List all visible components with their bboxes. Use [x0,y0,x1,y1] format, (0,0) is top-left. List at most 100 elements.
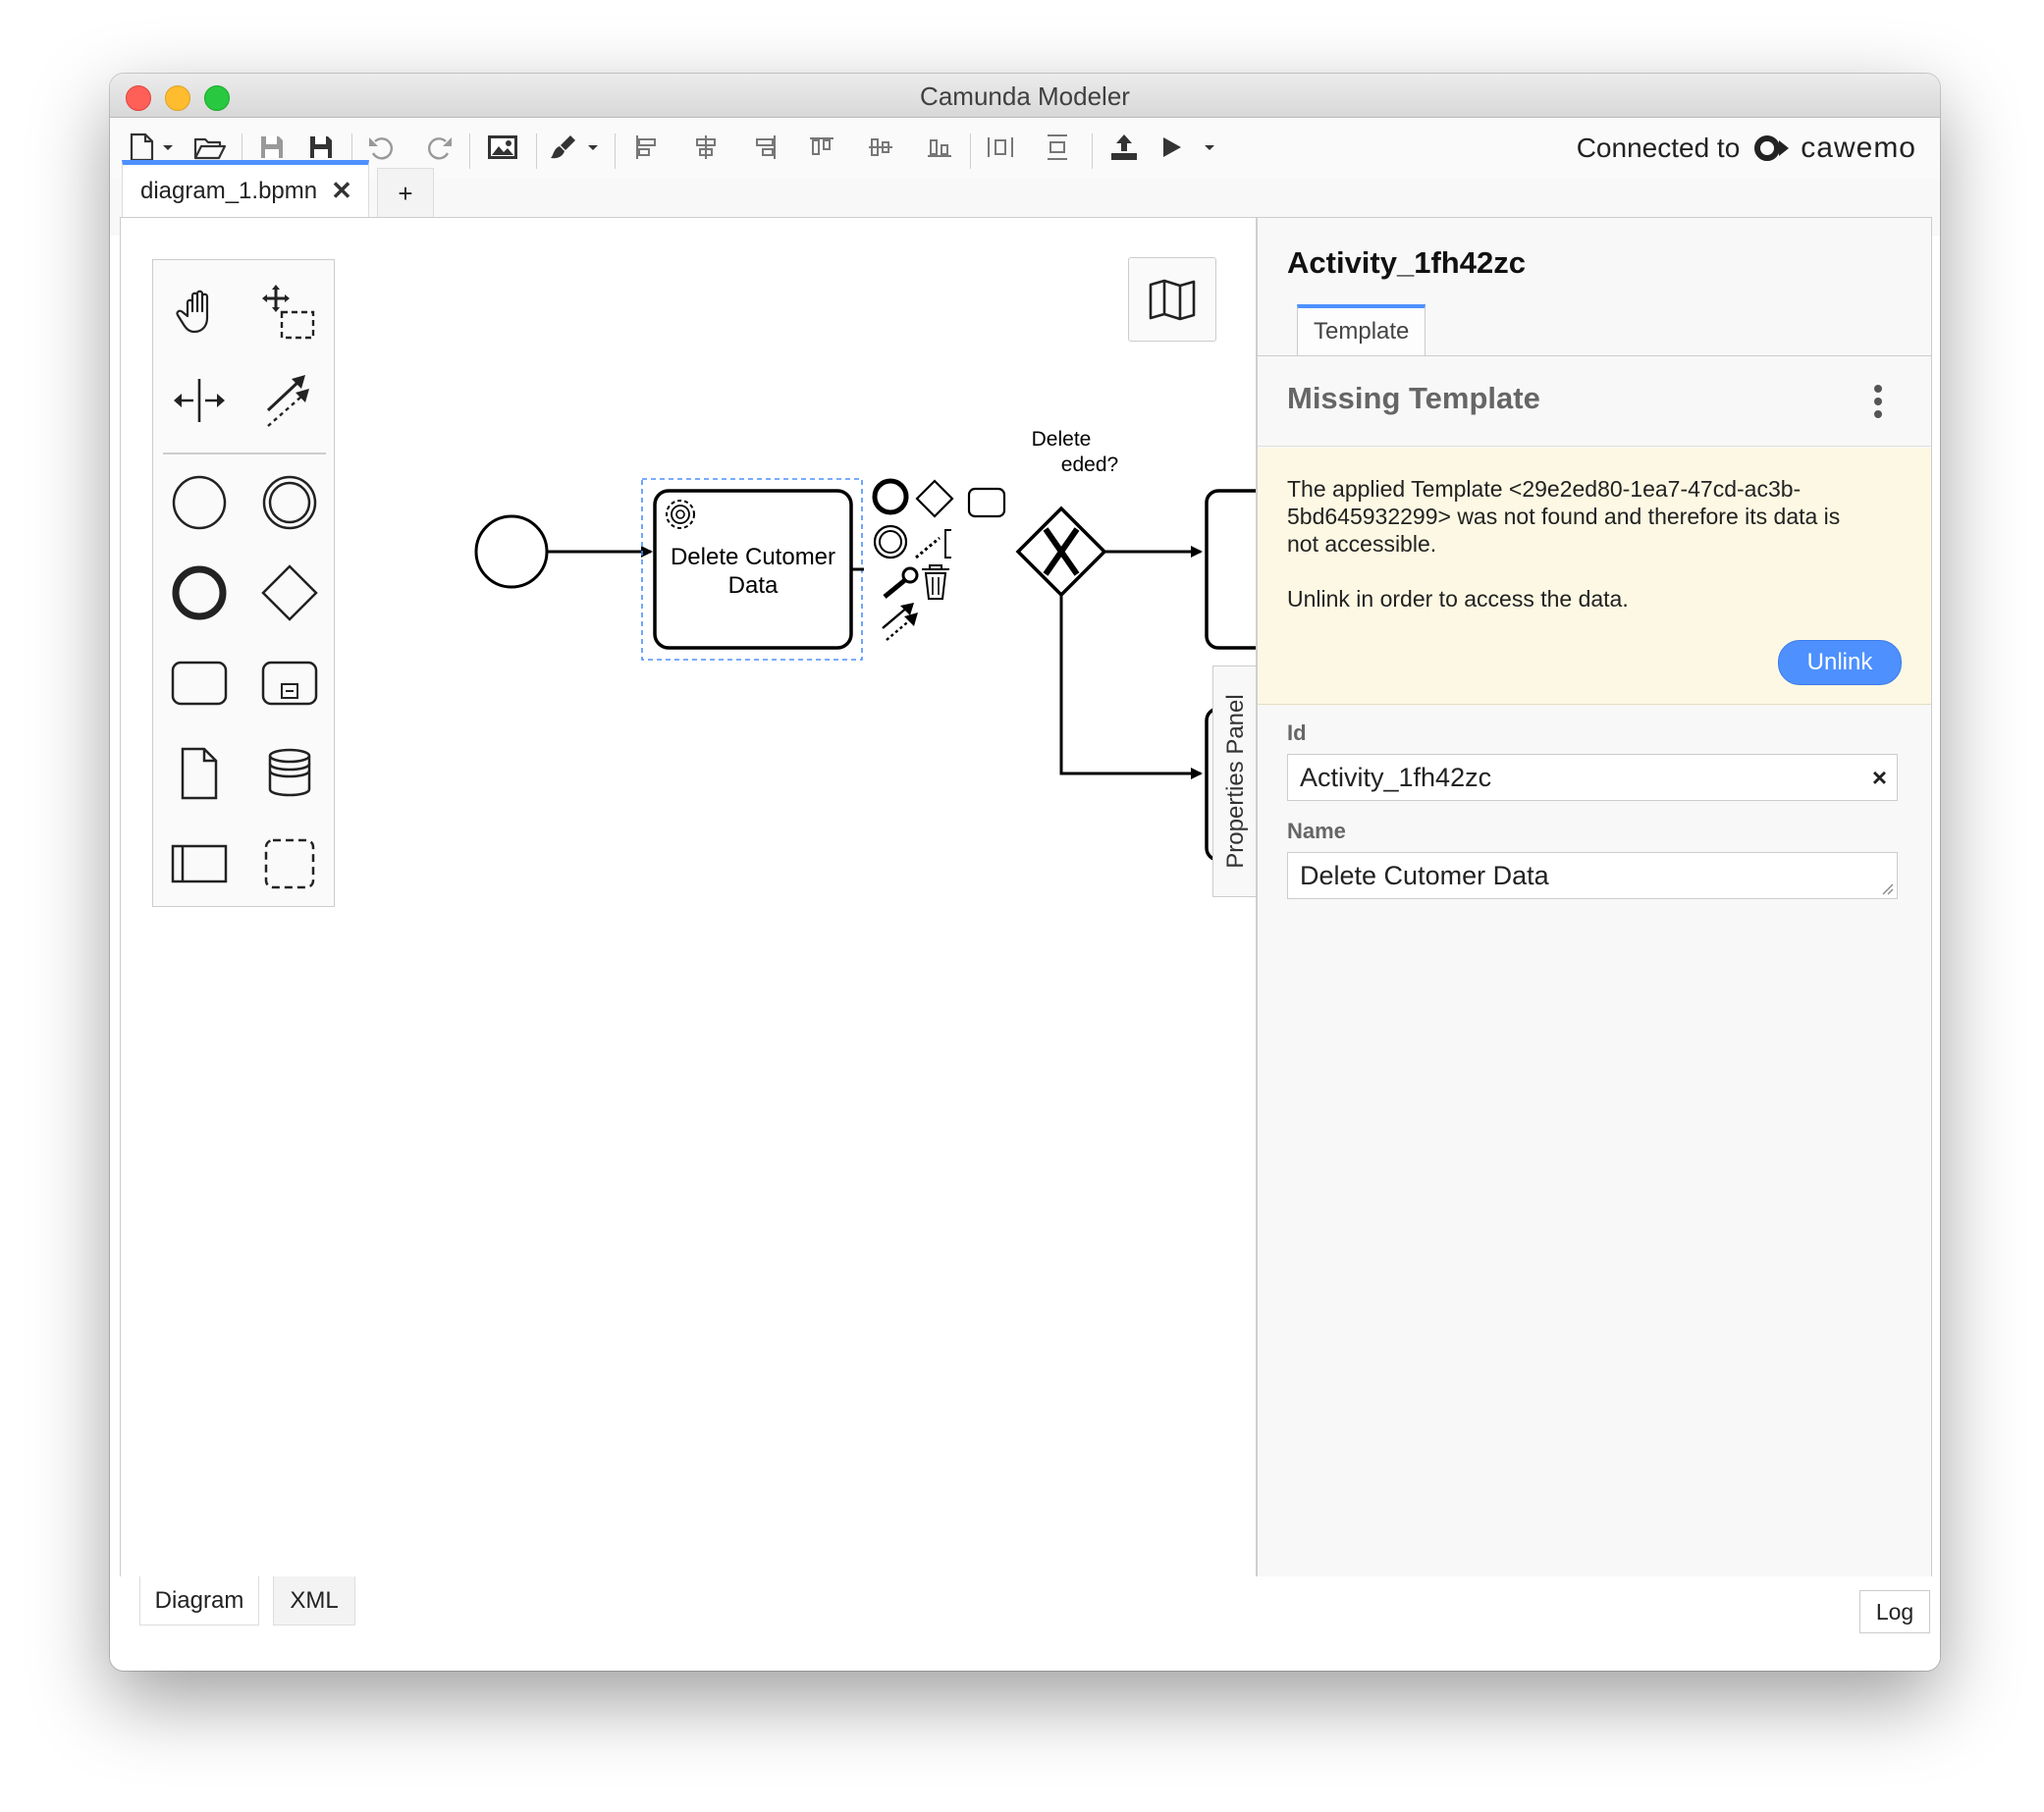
zoom-window-button[interactable] [204,85,230,111]
sequence-flow-no[interactable] [1059,595,1203,779]
missing-template-warning: The applied Template <29e2ed80-1ea7-47cd… [1258,448,1931,705]
warning-text-line3: not accessible. [1287,531,1437,557]
more-options-icon[interactable] [1868,385,1888,422]
close-window-button[interactable] [126,85,151,111]
tab-template[interactable]: Template [1297,304,1426,355]
space-tool-icon [174,379,225,422]
create-subprocess[interactable] [255,649,324,718]
save-as-icon [310,136,332,158]
tab-xml-view[interactable]: XML [273,1576,355,1625]
gateway-x-marker [1043,527,1080,576]
add-tab-button[interactable]: + [377,168,434,219]
align-left-button[interactable] [624,128,670,167]
palette [152,259,335,907]
append-task-icon[interactable] [967,487,1006,518]
create-gateway[interactable] [255,559,324,627]
name-input[interactable]: Delete Cutomer Data [1287,852,1898,899]
tab-diagram-1[interactable]: diagram_1.bpmn ✕ [122,160,369,217]
create-start-event[interactable] [165,468,234,537]
id-input[interactable]: Activity_1fh42zc × [1287,754,1898,801]
space-tool[interactable] [165,366,234,435]
task-label-line1: Delete Cutomer [671,544,835,570]
align-top-icon [810,137,834,155]
append-gateway-icon[interactable] [915,479,954,518]
gear-icon [666,500,695,529]
create-group[interactable] [255,829,324,898]
redo-button[interactable] [416,128,461,167]
unlink-button[interactable]: Unlink [1778,640,1902,685]
lasso-icon [262,285,315,340]
deploy-button[interactable] [1100,128,1149,167]
start-event[interactable] [474,514,549,589]
group-icon [264,838,315,889]
save-button[interactable] [249,128,295,167]
align-center-button[interactable] [683,128,728,167]
panel-element-id: Activity_1fh42zc [1287,245,1526,280]
create-pool[interactable] [165,829,234,898]
distribute-horizontal-icon [988,137,1013,157]
warning-text-line2: 5bd645932299> was not found and therefor… [1287,504,1841,529]
open-file-button[interactable] [187,128,234,167]
minimap-toggle[interactable] [1128,257,1216,342]
data-store-icon [268,748,311,797]
lasso-tool[interactable] [255,278,324,346]
trash-icon[interactable] [922,564,949,600]
properties-panel-toggle[interactable]: Properties Panel [1212,666,1258,897]
create-intermediate-event[interactable] [255,468,324,537]
clear-icon[interactable]: × [1871,763,1887,792]
properties-panel-toggle-label: Properties Panel [1221,694,1249,869]
minimize-window-button[interactable] [165,85,190,111]
warning-text-line1: The applied Template <29e2ed80-1ea7-47cd… [1287,476,1802,502]
distribute-vertical-button[interactable] [1035,128,1080,167]
properties-panel: Activity_1fh42zc Template Missing Templa… [1256,218,1931,1577]
name-value: Delete Cutomer Data [1300,860,1549,890]
tab-diagram-view[interactable]: Diagram [139,1576,259,1625]
create-end-event[interactable] [165,559,234,627]
folder-open-icon [193,137,227,160]
align-top-button[interactable] [799,128,844,167]
warning-text-line4: Unlink in order to access the data. [1287,586,1629,612]
distribute-horizontal-button[interactable] [978,128,1023,167]
tab-label: diagram_1.bpmn [140,177,318,204]
group-divider [1258,446,1931,447]
task-label-line2: Data [728,572,779,599]
create-data-store[interactable] [255,739,324,808]
edit-color-button[interactable] [544,128,605,167]
align-right-button[interactable] [742,128,787,167]
task-icon [171,661,228,706]
align-middle-button[interactable] [858,128,903,167]
bottom-bar: Diagram XML Log [110,1576,1940,1671]
align-bottom-icon [928,139,951,157]
id-value: Activity_1fh42zc [1300,762,1492,792]
data-object-icon [181,747,218,800]
gateway-label-line2: eded? [1061,453,1118,476]
pool-icon [171,844,228,883]
new-file-button[interactable] [124,128,179,167]
gateway-icon [261,564,318,621]
global-connect-tool[interactable] [255,366,324,435]
service-task[interactable] [653,489,853,650]
gateway-label-line1: Delete [1032,428,1092,451]
bpmn-diagram: Delete Cutomer Data [474,428,1256,862]
start-instance-button[interactable] [1153,128,1227,167]
create-data-object[interactable] [165,739,234,808]
diagram-canvas[interactable]: Delete Cutomer Data [121,218,1258,1577]
tab-close-icon[interactable]: ✕ [331,176,352,205]
distribute-vertical-icon [1048,134,1067,160]
hand-tool[interactable] [165,278,234,346]
create-task[interactable] [165,649,234,718]
undo-button[interactable] [359,128,404,167]
wrench-icon[interactable] [883,577,908,599]
align-bottom-button[interactable] [917,128,962,167]
resize-handle-icon[interactable] [1880,881,1894,895]
export-image-button[interactable] [477,128,528,167]
connect-arrow-icon [266,375,309,427]
append-text-annotation-icon[interactable] [915,536,941,560]
save-as-button[interactable] [298,128,344,167]
cawemo-connection[interactable]: Connected to cawemo [1577,132,1916,165]
log-button[interactable]: Log [1859,1590,1930,1633]
next-task-1[interactable] [1205,489,1256,650]
append-end-event-icon[interactable] [872,478,909,515]
save-icon [261,136,283,158]
start-event-icon [172,475,227,530]
